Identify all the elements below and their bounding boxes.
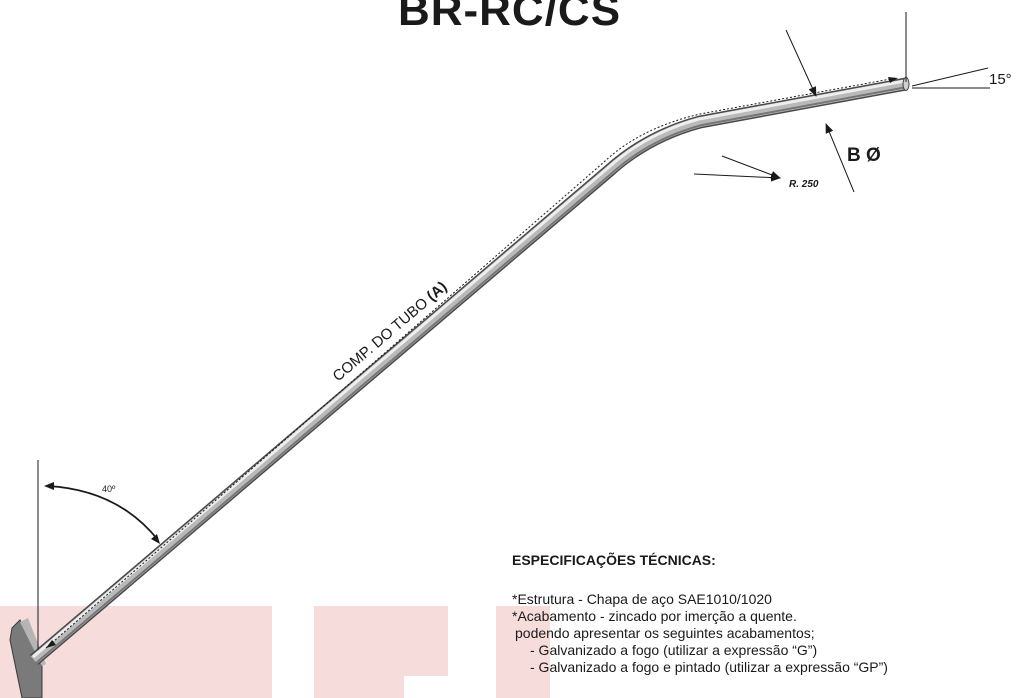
tube xyxy=(29,77,910,665)
base-angle-indicator xyxy=(37,460,160,650)
base-angle-label: 40º xyxy=(102,484,116,494)
specs-heading: ESPECIFICAÇÕES TÉCNICAS: xyxy=(512,552,716,568)
spec-line: *Estrutura - Chapa de aço SAE1010/1020 xyxy=(512,591,772,607)
radius-arrow-lower xyxy=(693,173,781,182)
spec-line: - Galvanizado a fogo (utilizar a express… xyxy=(530,642,818,658)
watermark-block-small xyxy=(404,676,448,698)
spec-line: - Galvanizado a fogo e pintado (utilizar… xyxy=(530,659,888,675)
length-arrow-start xyxy=(46,640,56,648)
radius-arrow-upper xyxy=(721,155,781,179)
tube-length-label: COMP. DO TUBO (A) xyxy=(330,278,451,385)
top-angle-label: 15° xyxy=(989,71,1012,88)
length-arrow-end xyxy=(888,77,898,83)
watermark-block-right xyxy=(496,606,550,698)
length-dimension-line xyxy=(45,77,897,649)
top-angle-indicator xyxy=(905,12,990,89)
diameter-arrow-upper xyxy=(785,29,817,97)
spec-line: podendo apresentar os seguintes acabamen… xyxy=(515,625,815,641)
diameter-label: B Ø xyxy=(847,145,881,166)
technical-specs: ESPECIFICAÇÕES TÉCNICAS: *Estrutura - Ch… xyxy=(512,552,1012,676)
spec-line: *Acabamento - zincado por imerção a quen… xyxy=(512,608,797,624)
page-title: BR-RC/CS xyxy=(397,0,622,35)
diameter-arrow-lower xyxy=(825,123,855,193)
radius-label: R. 250 xyxy=(789,179,819,190)
